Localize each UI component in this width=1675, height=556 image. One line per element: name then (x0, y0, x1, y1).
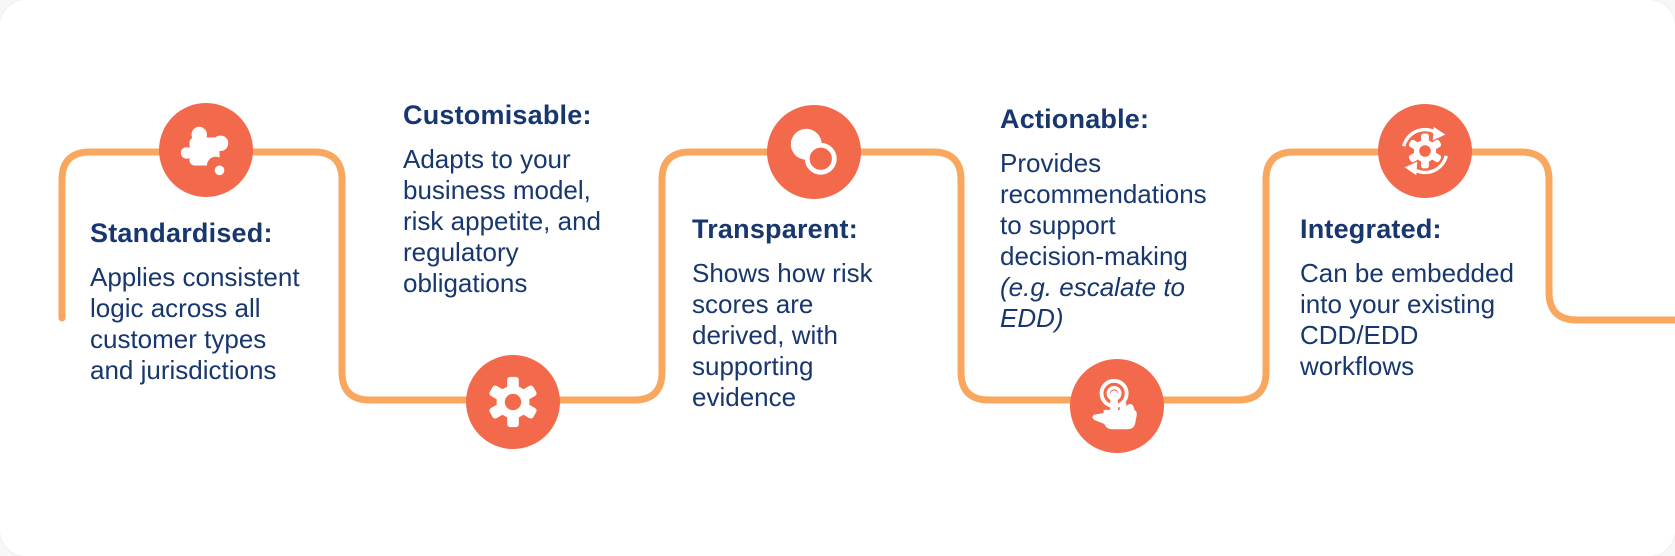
body-line: (e.g. escalate to (1000, 272, 1185, 302)
standardised-icon-circle (159, 103, 253, 197)
section-heading: Integrated: (1300, 214, 1442, 244)
section-heading: Standardised: (90, 218, 273, 248)
section-heading: Customisable: (403, 100, 592, 130)
body-line: supporting (692, 351, 814, 381)
body-line: EDD) (1000, 303, 1064, 333)
customisable-icon-circle (466, 355, 560, 449)
body-line: obligations (403, 268, 528, 298)
tap-hand-icon (1092, 378, 1137, 430)
body-line: into your existing (1300, 289, 1496, 319)
body-line: Adapts to your (403, 144, 571, 174)
actionable-icon-circle (1070, 359, 1164, 453)
body-line: logic across all (90, 293, 261, 323)
body-line: regulatory (403, 237, 519, 267)
body-line: evidence (692, 382, 797, 412)
body-line: recommendations (1000, 179, 1207, 209)
body-line: decision-making (1000, 241, 1188, 271)
body-line: Provides (1000, 148, 1102, 178)
body-line: risk appetite, and (403, 206, 602, 236)
transparent-icon-circle (767, 105, 861, 199)
body-line: CDD/EDD (1300, 320, 1419, 350)
body-line: customer types (90, 324, 267, 354)
body-line: workflows (1300, 351, 1415, 381)
overlap-circles-icon (790, 128, 837, 175)
body-line: scores are (692, 289, 814, 319)
gear-icon (489, 376, 537, 428)
puzzle-icon (180, 126, 229, 176)
body-line: to support (1000, 210, 1116, 240)
body-line: Applies consistent (90, 262, 300, 292)
integrated-icon-circle (1378, 104, 1472, 198)
body-line: Can be embedded (1300, 258, 1514, 288)
section-heading: Actionable: (1000, 104, 1150, 134)
body-line: and jurisdictions (90, 355, 277, 385)
serpentine-path-line (58, 148, 1675, 404)
section-heading: Transparent: (692, 214, 858, 244)
body-line: business model, (403, 175, 591, 205)
body-line: Shows how risk (692, 258, 873, 288)
body-line: derived, with (692, 320, 838, 350)
sync-gear-icon (1402, 126, 1448, 176)
